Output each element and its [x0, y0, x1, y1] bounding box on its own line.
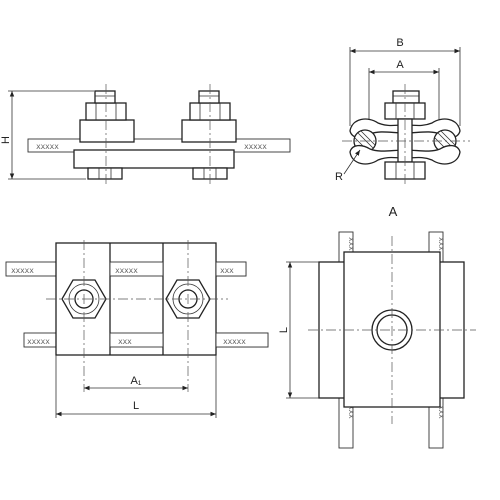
length-label: L	[133, 400, 139, 412]
top-wire-mark-2: xxxxx	[115, 266, 138, 275]
section-wire-mark-4: xxx	[437, 405, 446, 419]
front-base-plate	[73, 149, 235, 169]
front-wire-mark-right: xxxxx	[244, 142, 267, 151]
section-length-label: L	[278, 327, 290, 333]
radius-leader	[343, 149, 361, 175]
top-wire-mark-5: xxx	[118, 337, 132, 346]
top-wire-mark-3: xxx	[220, 266, 234, 275]
outer-width-label: B	[396, 37, 403, 49]
front-left-bolt	[79, 84, 135, 186]
top-wire-mark-1: xxxxx	[11, 266, 34, 275]
side-view: B A R	[335, 37, 470, 186]
section-wire-mark-3: xxx	[347, 405, 356, 419]
inner-width-label: A	[396, 59, 404, 71]
front-right-bolt	[181, 84, 237, 186]
radius-label: R	[335, 171, 343, 183]
top-wire-mark-6: xxxxx	[223, 337, 246, 346]
bolt-spacing-label: A₁	[130, 375, 141, 387]
top-wire-mark-4: xxxxx	[27, 337, 50, 346]
section-wire-mark-1: xxx	[347, 237, 356, 251]
section-view: A xxx xxx xxx xxx L	[278, 204, 476, 449]
section-wire-mark-2: xxx	[437, 237, 446, 251]
front-wire-mark-left: xxxxx	[36, 142, 59, 151]
section-title: A	[389, 204, 398, 219]
front-view: xxxxx xxxxx	[0, 84, 291, 186]
top-view: xxxxx xxxxx xxx xxxxx xxx xxxxx A₁ L	[5, 240, 269, 418]
height-label: H	[0, 136, 12, 144]
